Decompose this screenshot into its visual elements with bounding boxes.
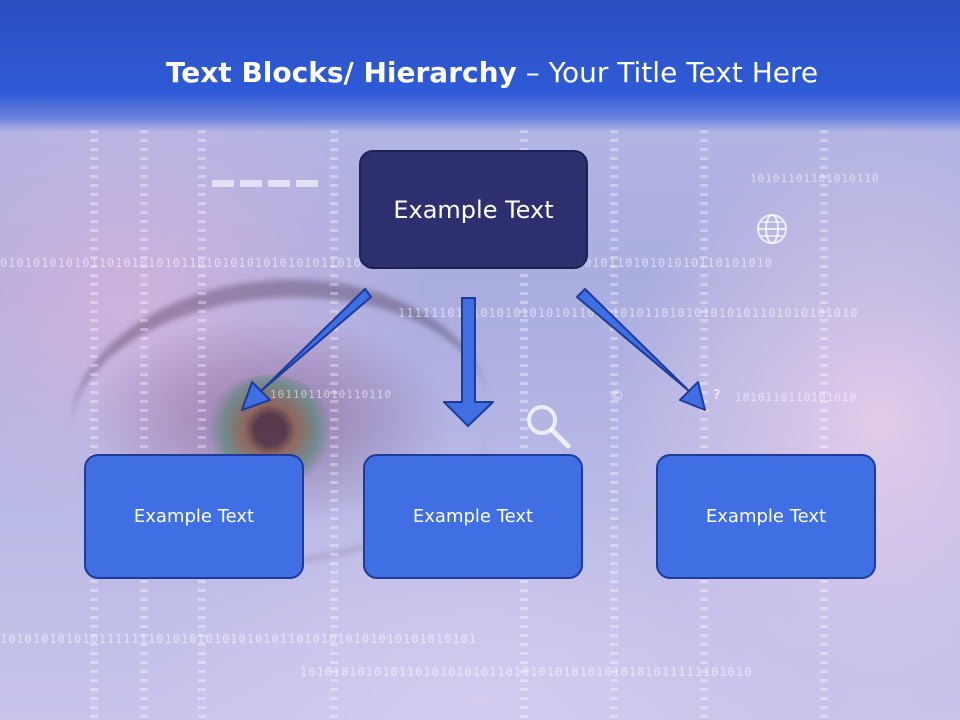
binary-rain: [140, 130, 148, 720]
arrow-left: [241, 288, 372, 411]
binary-line: 1010101010101111111010101010101010110101…: [0, 632, 478, 646]
decorative-dash: [296, 180, 318, 187]
arrow-right: [576, 288, 706, 411]
binary-rain: [90, 130, 98, 720]
binary-rain: [610, 130, 618, 720]
binary-line: 1111110101010101010101101010101101010101…: [398, 306, 859, 320]
binary-rain: [520, 130, 528, 720]
arrow-center: [443, 297, 494, 427]
binary-line: 1010110110101010: [735, 391, 857, 404]
child-box-left: Example Text: [84, 454, 304, 579]
binary-line: 1011011010110110: [270, 388, 392, 401]
binary-rain: [700, 130, 708, 720]
question-icon: ?: [713, 388, 721, 403]
decorative-dash: [212, 180, 234, 187]
title-bold: Text Blocks/ Hierarchy: [165, 56, 517, 89]
page-title: Text Blocks/ Hierarchy – Your Title Text…: [0, 56, 960, 89]
copyright-icon: ©: [610, 388, 624, 404]
decorative-dash: [240, 180, 262, 187]
globe-icon: [757, 214, 787, 244]
header-band: [0, 0, 960, 132]
binary-line: 10101101101010110: [750, 172, 880, 185]
title-rest: Your Title Text Here: [548, 56, 819, 89]
decorative-dash: [268, 180, 290, 187]
binary-rain: [330, 130, 338, 720]
binary-line: 1010101010101101010101011010101010101010…: [300, 665, 753, 679]
child-box-middle: Example Text: [363, 454, 583, 579]
top-box: Example Text: [359, 150, 588, 269]
child-box-right: Example Text: [656, 454, 876, 579]
binary-rain: [198, 130, 206, 720]
title-dash: –: [516, 56, 549, 89]
search-icon: [527, 405, 571, 449]
binary-rain: [820, 130, 828, 720]
